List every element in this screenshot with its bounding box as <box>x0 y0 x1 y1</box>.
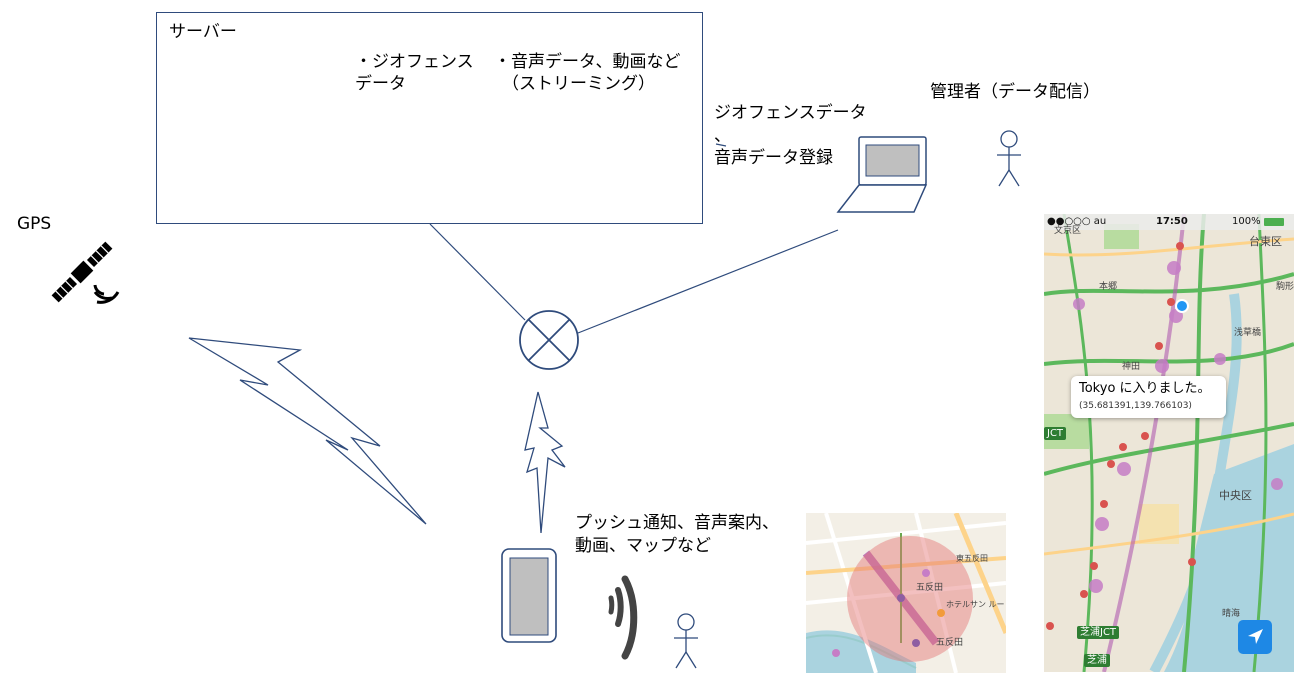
server-hub-line <box>429 223 526 321</box>
shibaura-label: 芝浦 <box>1084 654 1110 667</box>
locate-me-button[interactable] <box>1238 620 1272 654</box>
register-label-3: 音声データ登録 <box>714 148 833 168</box>
geofence-db-label-1: ・ジオフェンス <box>355 52 474 72</box>
register-label-2: 、 <box>714 126 731 146</box>
popup-coordinates: (35.681391,139.766103) <box>1079 401 1192 411</box>
shibaura-jct-label: 芝浦JCT <box>1077 626 1120 639</box>
navigation-arrow-icon <box>1248 629 1263 644</box>
place-label-komagata: 駒形 <box>1276 282 1294 292</box>
server-title: サーバー <box>169 22 237 42</box>
network-signal-bolt-icon <box>524 391 566 534</box>
jct-label: JCT <box>1044 427 1067 440</box>
geofence-circle <box>847 536 973 662</box>
small-map-place-3: 東五反田 <box>956 554 988 563</box>
ward-label-chuo: 中央区 <box>1219 489 1252 502</box>
geofence-map-canvas <box>806 513 1006 673</box>
small-map-place-1: 五反田 <box>916 583 944 593</box>
mobile-label-1: プッシュ通知、音声案内、 <box>575 513 779 533</box>
ward-label-taito: 台東区 <box>1249 235 1282 248</box>
geofence-db-label-2: データ <box>355 74 406 94</box>
register-label-1: ジオフェンスデータ <box>714 103 867 123</box>
ward-label-bunkyo: 文京区 <box>1054 226 1082 236</box>
geofence-map: 五反田 ホテルサン ルート五反田 東五反田 五反田 <box>806 513 1006 673</box>
battery-icon <box>1264 218 1284 226</box>
small-map-place-4: 五反田 <box>936 638 964 648</box>
place-label-hongo: 本郷 <box>1099 282 1118 292</box>
server-box <box>156 12 703 224</box>
media-db-label-2: （ストリーミング） <box>502 74 655 94</box>
carrier-label: ●●○○○ au <box>1047 216 1107 227</box>
popup-title: Tokyo に入りました。 <box>1079 381 1211 396</box>
phone-map-canvas <box>1044 214 1294 672</box>
register-arrow <box>715 143 727 147</box>
phone-status-bar: ●●○○○ au 17:50 100% <box>1044 214 1294 230</box>
place-label-harumi: 晴海 <box>1222 609 1241 619</box>
place-label-asakusabashi: 浅草橋 <box>1234 328 1262 338</box>
smartphone-icon <box>501 548 557 643</box>
phone-map-screenshot: ●●○○○ au 17:50 100% 文京区 台東区 中央区 本郷 神田 浅草… <box>1044 214 1294 672</box>
network-hub-icon <box>519 310 579 370</box>
media-db-label-1: ・音声データ、動画など <box>494 52 681 72</box>
place-label-kanda: 神田 <box>1122 362 1141 372</box>
sound-waves-icon <box>608 575 638 660</box>
clock-label: 17:50 <box>1156 216 1188 227</box>
mobile-label-2: 動画、マップなど <box>575 536 711 556</box>
laptop-icon <box>836 136 928 213</box>
satellite-icon <box>51 241 120 304</box>
gps-label: GPS <box>17 214 52 234</box>
battery-label: 100% <box>1232 216 1261 227</box>
user-person-icon <box>674 613 698 669</box>
admin-label: 管理者（データ配信） <box>930 82 1100 102</box>
geofence-entry-popup[interactable]: Tokyo に入りました。 (35.681391,139.766103) <box>1071 376 1226 418</box>
small-map-place-2: ホテルサン ルート五反田 <box>946 600 1006 609</box>
gps-signal-bolt-icon <box>188 337 427 525</box>
admin-person-icon <box>997 130 1021 187</box>
laptop-hub-line <box>577 229 839 334</box>
